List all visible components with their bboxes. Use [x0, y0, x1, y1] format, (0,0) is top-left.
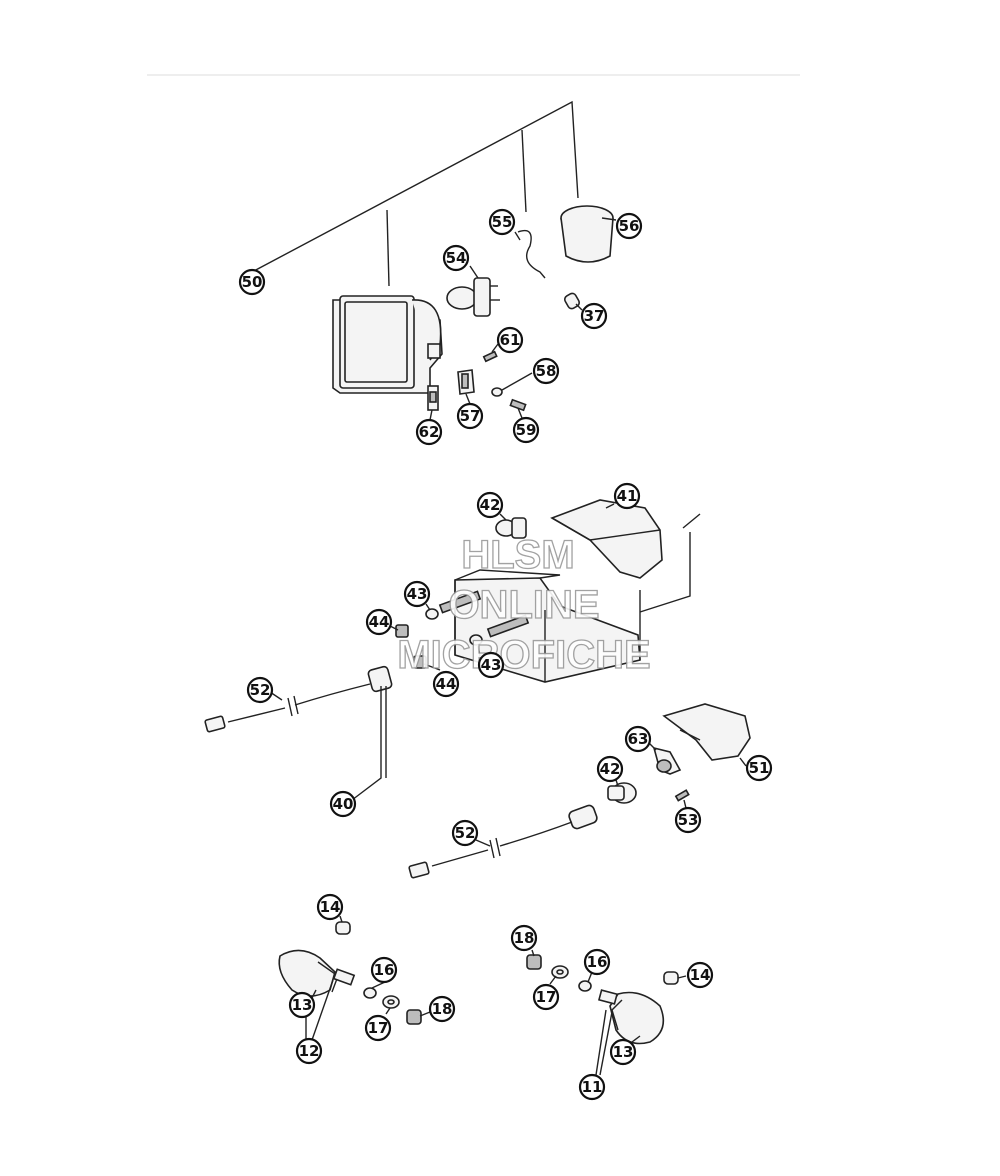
callout-43b[interactable]: 43 [477, 651, 505, 679]
callout-43a[interactable]: 43 [403, 580, 431, 608]
callout-56[interactable]: 56 [615, 212, 643, 240]
callout-11-label: 11 [582, 1078, 603, 1096]
callout-52a-label: 52 [250, 681, 271, 699]
callout-57[interactable]: 57 [456, 402, 484, 430]
callout-44a-label: 44 [369, 613, 390, 631]
callout-62[interactable]: 62 [415, 418, 443, 446]
callout-50[interactable]: 50 [238, 268, 266, 296]
watermark: HLSM ONLINE MICROFICHE [397, 532, 652, 677]
callout-13a[interactable]: 13 [288, 991, 316, 1019]
callout-58[interactable]: 58 [532, 357, 560, 385]
callout-13a-label: 13 [292, 996, 313, 1014]
callout-41-label: 41 [617, 487, 638, 505]
callout-52b[interactable]: 52 [451, 819, 479, 847]
headlight-assembly [251, 100, 614, 412]
callout-12-label: 12 [299, 1042, 320, 1060]
callout-42a-label: 42 [480, 496, 501, 514]
callout-43a-label: 43 [407, 585, 428, 603]
callout-37[interactable]: 37 [580, 302, 608, 330]
callout-54[interactable]: 54 [442, 244, 470, 272]
callout-42a[interactable]: 42 [476, 491, 504, 519]
callout-11[interactable]: 11 [578, 1073, 606, 1101]
callout-51[interactable]: 51 [745, 754, 773, 782]
callout-18b-label: 18 [514, 929, 535, 947]
callout-51-label: 51 [749, 759, 770, 777]
callout-55-label: 55 [492, 213, 513, 231]
callout-62-label: 62 [419, 423, 440, 441]
callout-63-label: 63 [628, 730, 649, 748]
callout-42b[interactable]: 42 [596, 755, 624, 783]
watermark-line-1: HLSM [461, 533, 574, 577]
callout-37-label: 37 [584, 307, 605, 325]
callout-14a-label: 14 [320, 898, 341, 916]
callout-44a[interactable]: 44 [365, 608, 393, 636]
callout-61-label: 61 [500, 331, 521, 349]
callout-17a-label: 17 [368, 1019, 389, 1037]
callout-58-label: 58 [536, 362, 557, 380]
callout-16b[interactable]: 16 [583, 948, 611, 976]
callout-14a[interactable]: 14 [316, 893, 344, 921]
callout-40[interactable]: 40 [329, 790, 357, 818]
callout-40-label: 40 [333, 795, 354, 813]
callout-14b[interactable]: 14 [686, 961, 714, 989]
callout-43b-label: 43 [481, 656, 502, 674]
callout-42b-label: 42 [600, 760, 621, 778]
callout-17b-label: 17 [536, 988, 557, 1006]
callout-55[interactable]: 55 [488, 208, 516, 236]
watermark-line-3: MICROFICHE [397, 633, 650, 677]
callout-63[interactable]: 63 [624, 725, 652, 753]
callout-41[interactable]: 41 [613, 482, 641, 510]
watermark-line-2: ONLINE [448, 583, 599, 627]
callouts: 50 55 56 54 37 61 58 57 59 62 41 42 43 4… [238, 208, 773, 1101]
callout-53[interactable]: 53 [674, 806, 702, 834]
callout-57-label: 57 [460, 407, 481, 425]
callout-52b-label: 52 [455, 824, 476, 842]
callout-61[interactable]: 61 [496, 326, 524, 354]
callout-59-label: 59 [516, 421, 537, 439]
callout-13b[interactable]: 13 [609, 1038, 637, 1066]
taillight-assembly [204, 499, 701, 801]
callout-44b-label: 44 [436, 675, 457, 693]
callout-54-label: 54 [446, 249, 467, 267]
callout-16b-label: 16 [587, 953, 608, 971]
callout-16a[interactable]: 16 [370, 956, 398, 984]
callout-13b-label: 13 [613, 1043, 634, 1061]
callout-50-label: 50 [242, 273, 263, 291]
callout-12[interactable]: 12 [295, 1037, 323, 1065]
callout-44b[interactable]: 44 [432, 670, 460, 698]
callout-53-label: 53 [678, 811, 699, 829]
license-light-assembly [408, 703, 751, 879]
callout-59[interactable]: 59 [512, 416, 540, 444]
callout-52a[interactable]: 52 [246, 676, 274, 704]
left-turn-signal-assembly [278, 921, 422, 1041]
callout-17a[interactable]: 17 [364, 1014, 392, 1042]
callout-18a-label: 18 [432, 1000, 453, 1018]
callout-18a[interactable]: 18 [428, 995, 456, 1023]
callout-14b-label: 14 [690, 966, 711, 984]
callout-17b[interactable]: 17 [532, 983, 560, 1011]
callout-56-label: 56 [619, 217, 640, 235]
callout-16a-label: 16 [374, 961, 395, 979]
callout-18b[interactable]: 18 [510, 924, 538, 952]
